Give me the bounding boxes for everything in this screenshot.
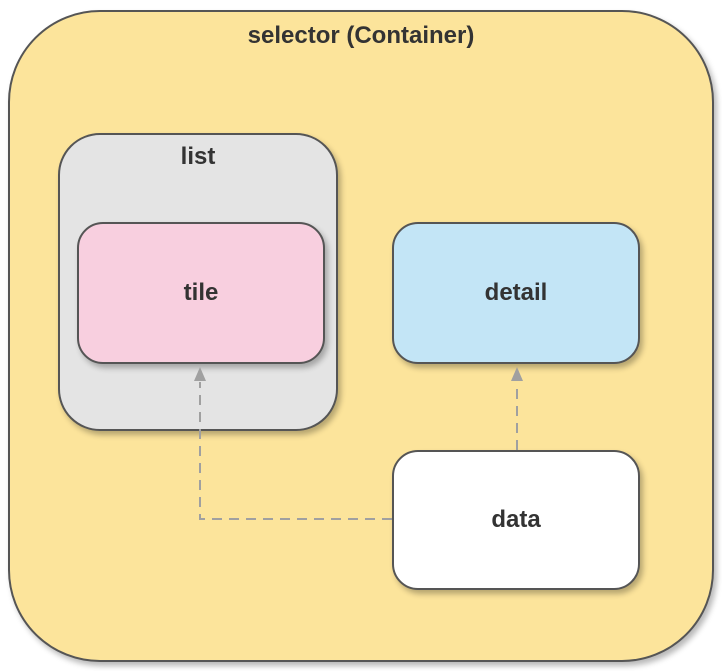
list-label: list	[180, 143, 216, 170]
container-label: selector (Container)	[247, 22, 475, 49]
tile-box: tile	[77, 222, 325, 364]
detail-label: detail	[484, 279, 548, 306]
detail-box: detail	[392, 222, 640, 364]
data-label: data	[491, 506, 541, 533]
tile-label: tile	[183, 279, 219, 306]
data-box: data	[392, 450, 640, 590]
